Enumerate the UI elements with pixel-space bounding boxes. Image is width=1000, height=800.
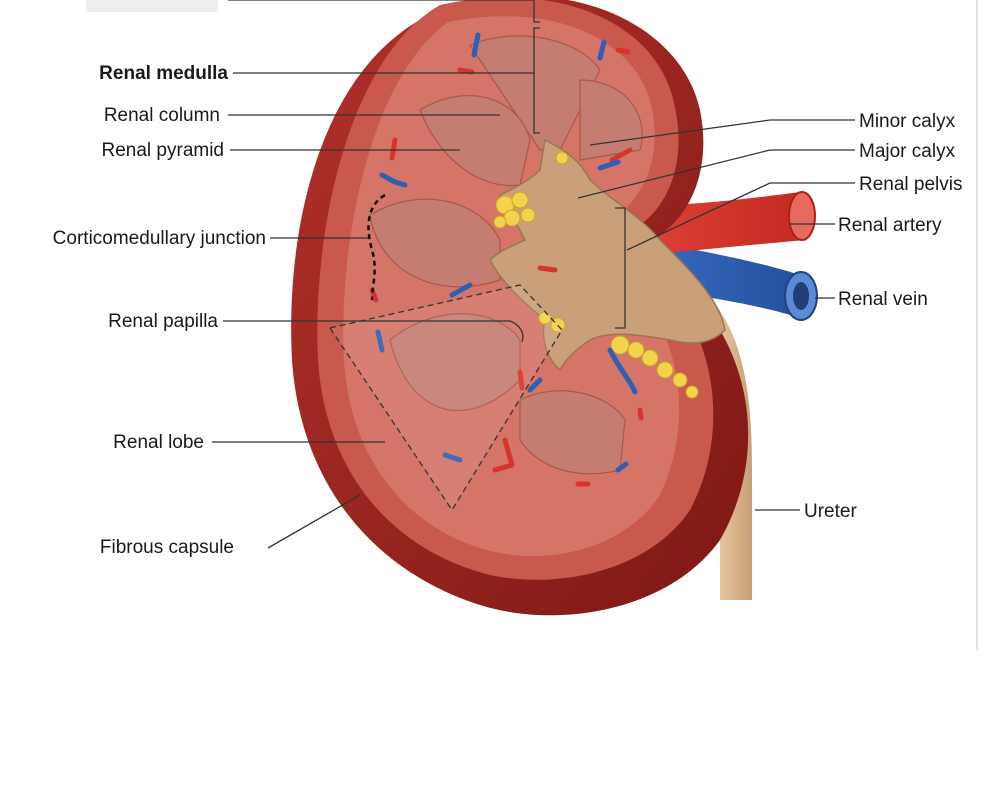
label-renal-papilla: Renal papilla bbox=[108, 311, 218, 332]
renal-pyramids bbox=[369, 35, 643, 475]
renal-pelvis-bracket bbox=[615, 207, 626, 329]
label-fibrous-capsule: Fibrous capsule bbox=[100, 537, 234, 558]
renal-medulla-bracket bbox=[533, 0, 540, 134]
label-renal-vein: Renal vein bbox=[838, 289, 928, 310]
label-renal-artery: Renal artery bbox=[838, 215, 942, 236]
label-renal-lobe: Renal lobe bbox=[113, 432, 204, 453]
image-right-border bbox=[976, 0, 978, 650]
cropped-top-label-box bbox=[86, 0, 218, 12]
label-renal-pelvis: Renal pelvis bbox=[859, 174, 963, 195]
label-minor-calyx: Minor calyx bbox=[859, 111, 956, 132]
label-renal-medulla: Renal medulla bbox=[99, 63, 228, 84]
leader-lines bbox=[212, 0, 855, 549]
label-corticomedullary-junction: Corticomedullary junction bbox=[53, 228, 266, 249]
label-ureter: Ureter bbox=[804, 501, 857, 522]
renal-pelvis-shape bbox=[489, 138, 726, 372]
renal-lobe-outline bbox=[328, 284, 563, 512]
label-major-calyx: Major calyx bbox=[859, 141, 956, 162]
label-renal-pyramid: Renal pyramid bbox=[102, 140, 225, 161]
label-renal-column: Renal column bbox=[104, 105, 220, 126]
